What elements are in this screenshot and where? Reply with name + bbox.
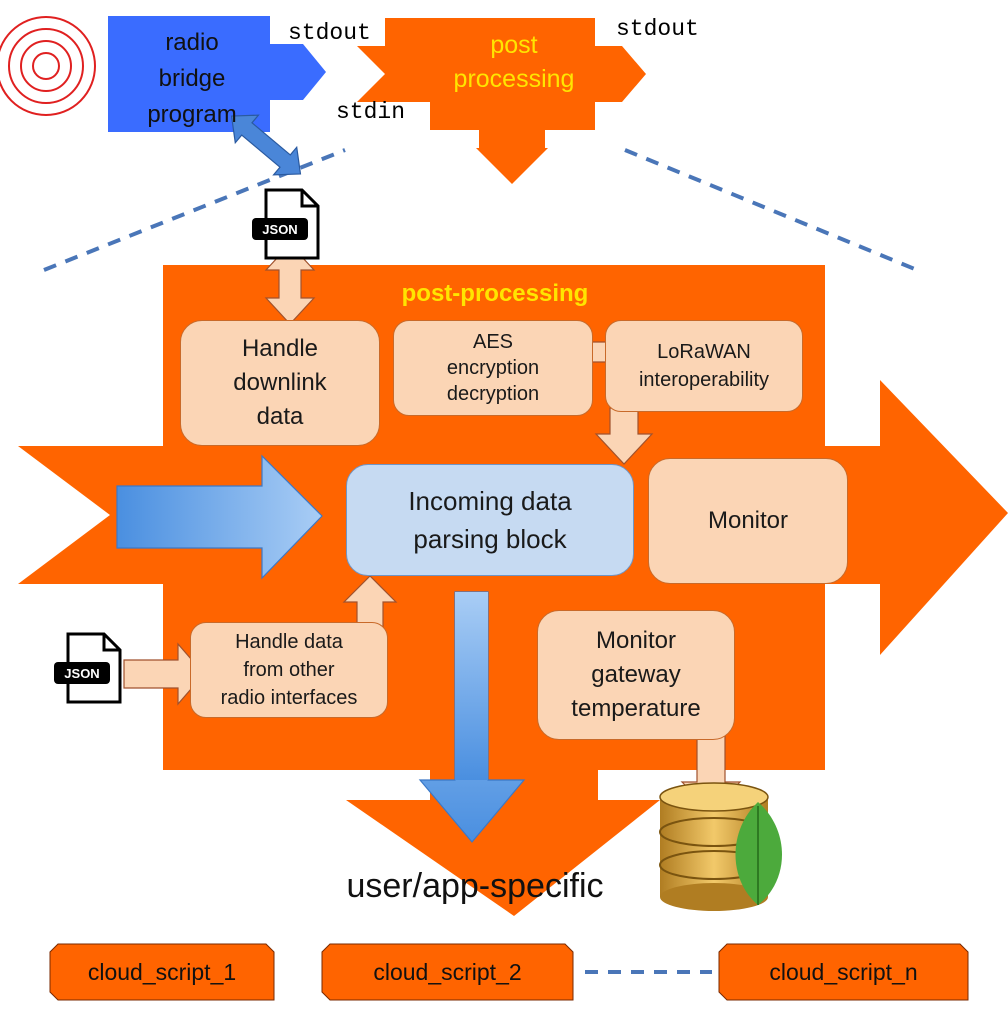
- lorawan-box: LoRaWAN interoperability: [605, 320, 803, 412]
- leaf-icon: [735, 802, 782, 905]
- monitor-box: Monitor: [648, 458, 848, 584]
- monitor-gateway-box: Monitor gateway temperature: [537, 610, 735, 740]
- json-badge-label-2: JSON: [64, 665, 100, 681]
- cloud-script-2: cloud_script_2: [373, 958, 522, 985]
- post-processing-title: post-processing: [401, 280, 589, 307]
- stdin-label: stdin: [336, 99, 406, 125]
- json-file-icon: [252, 188, 320, 260]
- radio-bridge-shape: [108, 16, 326, 132]
- lorawan-to-parsing-arrow: [594, 407, 654, 465]
- radio-wave-icon: [0, 16, 96, 116]
- json-file-icon-2: [54, 632, 122, 704]
- handle-downlink-box: Handle downlink data: [180, 320, 380, 446]
- incoming-blue-arrow: [116, 454, 323, 580]
- cloud-script-1: cloud_script_1: [87, 958, 237, 985]
- stdout-label-2: stdout: [616, 16, 699, 42]
- other-to-parsing-arrow: [342, 575, 398, 631]
- radio-bridge-label: radio bridge program: [147, 29, 237, 128]
- cloud-script-n: cloud_script_n: [769, 958, 918, 985]
- json-badge-label: JSON: [262, 221, 298, 237]
- post-processing-top-label: post processing: [453, 31, 575, 93]
- user-app-label: user/app-specific: [346, 866, 604, 905]
- aes-box: AES encryption decryption: [393, 320, 593, 416]
- output-down-arrow: [346, 760, 660, 916]
- incoming-parsing-box: Incoming data parsing block: [346, 464, 634, 576]
- post-processing-top-shape: [357, 18, 646, 184]
- handle-other-box: Handle data from other radio interfaces: [190, 622, 388, 718]
- stdout-label-1: stdout: [288, 20, 371, 46]
- perspective-lines: [43, 148, 923, 274]
- bidirectional-blue-arrow: [230, 114, 302, 176]
